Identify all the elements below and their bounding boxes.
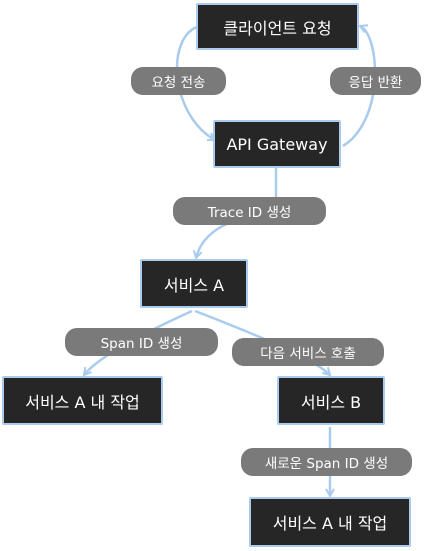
api-gateway-node: API Gateway	[213, 120, 341, 168]
client-request-node: 클라이언트 요청	[196, 3, 359, 50]
service-b-task-node: 서비스 A 내 작업	[249, 497, 411, 547]
service-b-node: 서비스 B	[277, 376, 385, 425]
edge-label-create-new-span-id: 새로운 Span ID 생성	[241, 448, 412, 476]
edge-label-create-trace-id: Trace ID 생성	[173, 197, 326, 225]
edge-label-call-next-service: 다음 서비스 호출	[232, 338, 384, 366]
edge-label-send-request: 요청 전송	[131, 67, 226, 95]
service-a-internal-task-node: 서비스 A 내 작업	[2, 376, 163, 425]
edge-label-return-response: 응답 반환	[330, 67, 421, 95]
edge-label-create-span-id: Span ID 생성	[65, 328, 218, 356]
service-a-node: 서비스 A	[140, 259, 248, 308]
